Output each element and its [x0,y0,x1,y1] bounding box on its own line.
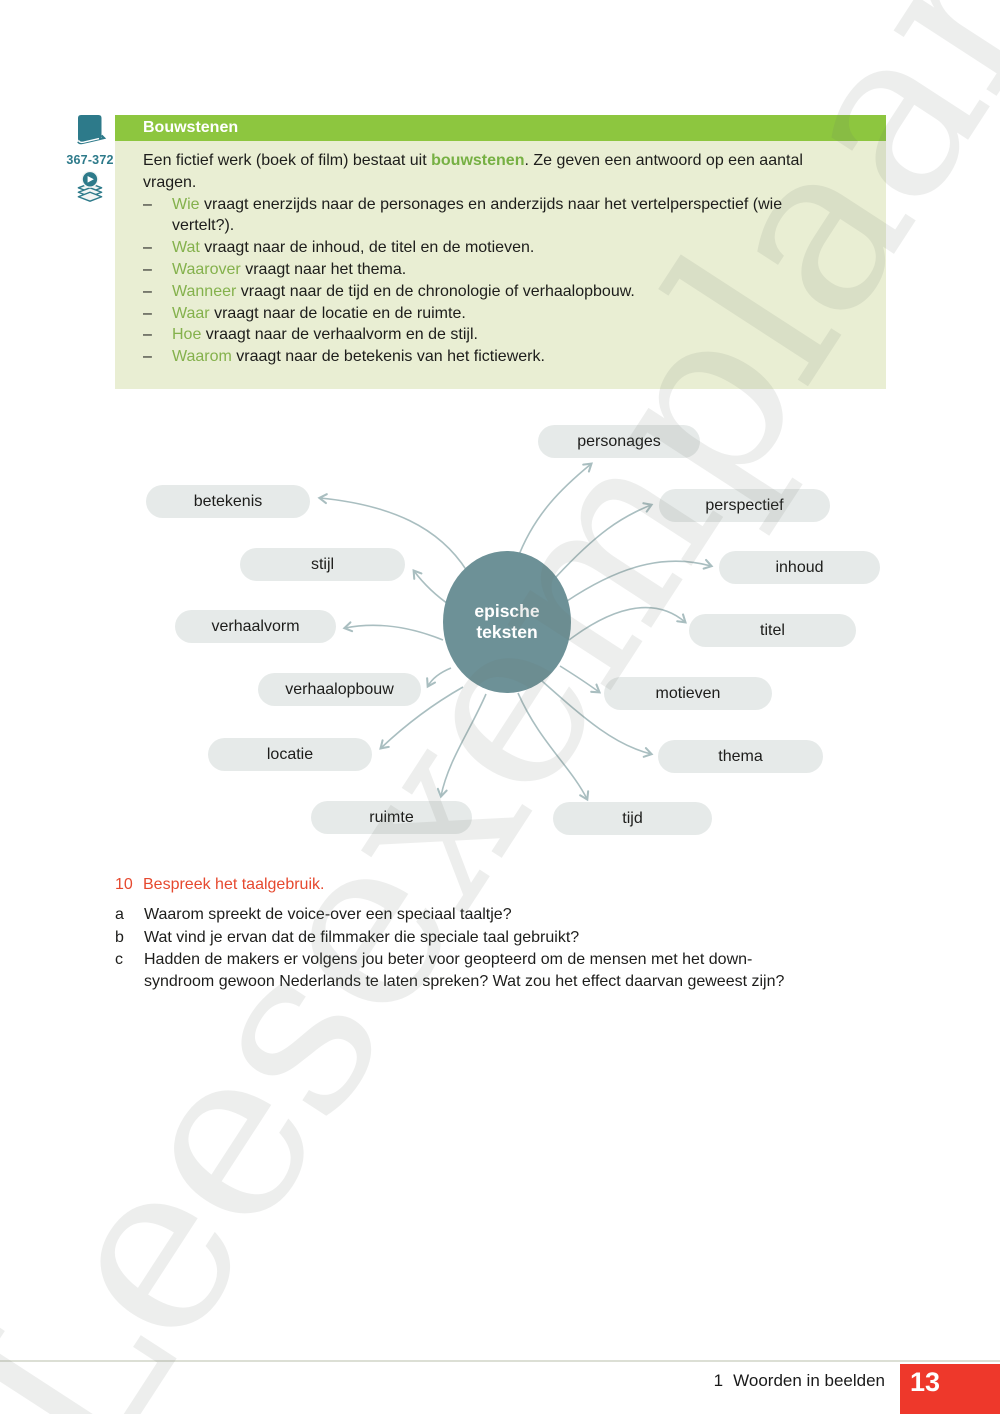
question-row: c Hadden de makers er volgens jou beter … [115,949,887,994]
arrow-inhoud [566,558,714,602]
list-item: – Wat vraagt naar de inhoud, de titel en … [143,237,861,259]
arrow-betekenis [317,493,468,572]
exercise-questions: a Waarom spreekt de voice-over een speci… [115,904,887,993]
page-number-box: 13 [900,1364,1000,1414]
keyword: Waarom [172,348,232,366]
dash: – [143,304,152,322]
center-label-line1: epische [474,601,540,621]
list-item-text: Hoe vraagt naar de verhaalvorm en de sti… [172,324,834,346]
mindmap-node-perspectief: perspectief [659,489,830,522]
mindmap-node-thema: thema [658,740,823,773]
list-item-text: Waarover vraagt naar het thema. [172,259,834,281]
arrow-verhaalopbouw [426,667,452,689]
infobox-body: Een fictief werk (boek of film) bestaat … [115,141,886,389]
mindmap-node-titel: titel [689,614,856,647]
exercise-number: 10 [115,876,133,893]
question-text: Waarom spreekt de voice-over een speciaa… [144,906,512,924]
dash: – [143,239,152,257]
keyword: Waar [172,304,210,322]
keyword: Hoe [172,326,202,344]
list-item-text: Waar vraagt naar de locatie en de ruimte… [172,303,834,325]
arrow-thema [541,680,654,758]
item-text: vraagt naar de verhaalvorm en de stijl. [201,326,478,344]
item-text: vraagt naar de betekenis van het fictiew… [231,348,545,366]
list-item-text: Waarom vraagt naar de betekenis van het … [172,346,834,368]
footer-divider [0,1360,1000,1362]
list-item-text: Wanneer vraagt naar de tijd en de chrono… [172,281,834,303]
intro-post: . Ze geven een antwoord op een aantal vr… [143,152,803,191]
dash: – [143,195,152,213]
mindmap-epische-teksten: epische teksten personages betekenis per… [0,400,1000,870]
arrow-verhaalvorm [342,621,444,641]
question-text: Wat vind je ervan dat de filmmaker die s… [144,928,580,946]
arrow-motieven [559,665,602,694]
book-icon [70,112,110,152]
mindmap-node-verhaalopbouw: verhaalopbouw [258,673,421,706]
exercise-header: 10 Bespreek het taalgebruik. [115,874,887,896]
center-label-line2: teksten [476,622,538,642]
dash: – [143,326,152,344]
footer-chapter: 1 Woorden in beelden [0,1371,885,1391]
mindmap-node-motieven: motieven [604,677,772,710]
arrow-titel [568,606,687,641]
item-text: vraagt naar de locatie en de ruimte. [209,304,466,322]
question-letter: c [115,950,123,968]
media-layers-play-icon [72,169,108,208]
mindmap-center-node: epische teksten [443,551,571,693]
building-blocks-list: – Wie vraagt enerzijds naar de personages… [143,194,861,368]
list-item: – Waarover vraagt naar het thema. [143,259,861,281]
mindmap-node-tijd: tijd [553,802,712,835]
question-row: a Waarom spreekt de voice-over een speci… [115,904,887,926]
arrow-locatie [379,686,464,750]
list-item: – Wanneer vraagt naar de tijd en de chron… [143,281,861,303]
list-item: – Waarom vraagt naar de betekenis van het… [143,346,861,368]
dash: – [143,348,152,366]
list-item: – Wie vraagt enerzijds naar de personages… [143,194,861,238]
item-text: vraagt enerzijds naar de personages en a… [172,195,783,235]
mindmap-node-betekenis: betekenis [146,485,310,518]
mindmap-node-ruimte: ruimte [311,801,472,834]
resource-badge: 367-372 [64,112,116,208]
question-letter: a [115,906,124,924]
list-item: – Waar vraagt naar de locatie en de ruimt… [143,303,861,325]
keyword: Waarover [172,260,241,278]
mindmap-node-stijl: stijl [240,548,405,581]
list-item-text: Wat vraagt naar de inhoud, de titel en d… [172,237,834,259]
bouwstenen-infobox: Bouwstenen Een fictief werk (boek of fil… [115,115,886,389]
intro-highlight: bouwstenen [431,152,525,169]
chapter-number: 1 [713,1371,724,1390]
dash: – [143,282,152,300]
chapter-title: Woorden in beelden [733,1371,885,1390]
dash: – [143,260,152,278]
infobox-title: Bouwstenen [143,119,239,136]
question-letter: b [115,928,124,946]
list-item: – Hoe vraagt naar de verhaalvorm en de st… [143,324,861,346]
item-text: vraagt naar de inhoud, de titel en de mo… [199,239,535,257]
question-row: b Wat vind je ervan dat de filmmaker die… [115,927,887,949]
page-reference: 367-372 [66,153,114,167]
list-item-text: Wie vraagt enerzijds naar de personages … [172,194,834,238]
mindmap-node-locatie: locatie [208,738,372,771]
arrow-perspectief [555,502,654,578]
infobox-intro: Een fictief werk (boek of film) bestaat … [143,150,808,194]
keyword: Wat [172,239,200,257]
question-text: Hadden de makers er volgens jou beter vo… [144,950,785,991]
page-number: 13 [910,1367,941,1397]
infobox-header: Bouwstenen [115,115,886,141]
arrow-personages [516,462,593,561]
intro-pre: Een fictief werk (boek of film) bestaat … [143,152,432,169]
mindmap-node-verhaalvorm: verhaalvorm [175,610,336,643]
mindmap-node-inhoud: inhoud [719,551,880,584]
item-text: vraagt naar het thema. [240,260,407,278]
arrow-ruimte [436,693,487,799]
keyword: Wanneer [172,282,237,300]
arrow-tijd [517,692,590,802]
exercise-10: 10 Bespreek het taalgebruik. a Waarom sp… [115,874,887,993]
item-text: vraagt naar de tijd en de chronologie of… [236,282,635,300]
mindmap-node-personages: personages [538,425,700,458]
keyword: Wie [172,195,200,213]
exercise-title: Bespreek het taalgebruik. [143,876,325,893]
